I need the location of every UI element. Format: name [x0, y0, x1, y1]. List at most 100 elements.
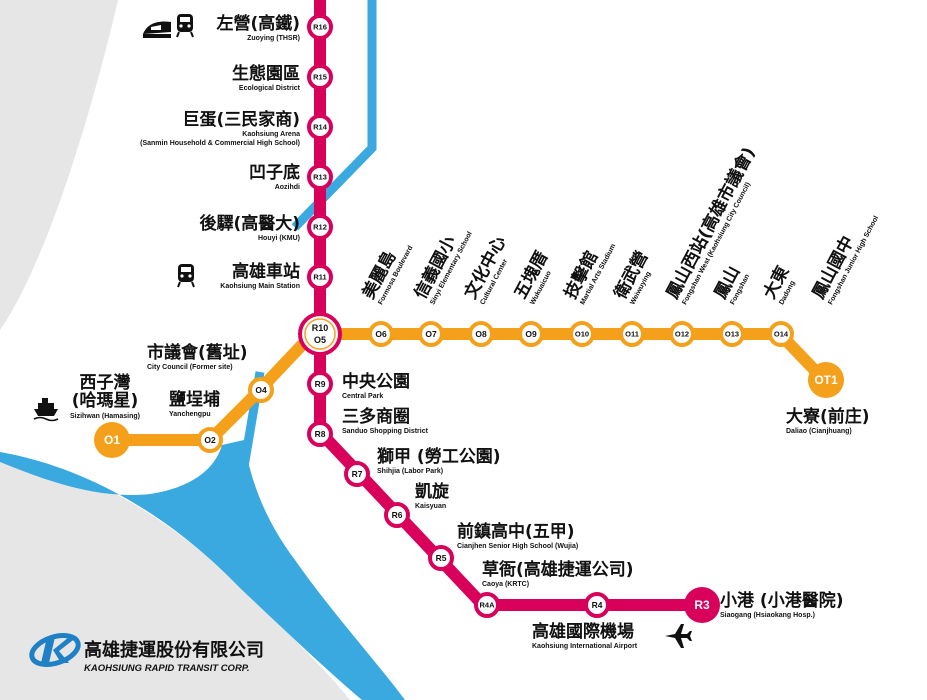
station-name-zh: 中央公園 [342, 371, 410, 392]
station-marker-r11[interactable]: R11 [307, 264, 333, 290]
station-marker-o8[interactable]: O8 [468, 321, 494, 347]
station-code: O14 [774, 330, 789, 339]
logo-name-zh: 高雄捷運股份有限公司 [84, 639, 264, 661]
krtc-logo: 高雄捷運股份有限公司 KAOHSIUNG RAPID TRANSIT CORP. [29, 633, 264, 674]
station-marker-r13[interactable]: R13 [307, 164, 333, 190]
station-code: R6 [392, 510, 403, 520]
sea-harbor [0, 440, 405, 700]
icons-layer [33, 14, 692, 648]
high-speed-train-icon [143, 21, 171, 38]
station-marker-o12[interactable]: O12 [669, 321, 695, 347]
station-name-zh: 後驛(高醫大) [199, 213, 300, 234]
station-marker-r16[interactable]: R16 [307, 14, 333, 40]
station-name-zh: 左營(高鐵) [216, 13, 300, 34]
station-label-o11: 鳳山西站(高雄市議會)Fongshan West (Kaohsiung City… [662, 144, 760, 306]
station-marker-r6[interactable]: R6 [384, 502, 410, 528]
station-marker-o7[interactable]: O7 [418, 321, 444, 347]
station-code: R7 [352, 469, 363, 479]
station-code: O1 [104, 433, 120, 447]
station-label-r7: 獅甲 (勞工公園)Shihjia (Labor Park) [376, 446, 500, 475]
station-name-zh: 凱旋 [415, 481, 450, 502]
station-marker-o10[interactable]: O10 [569, 321, 595, 347]
station-marker-r3[interactable]: R3 [684, 587, 720, 623]
station-marker-r9[interactable]: R9 [307, 371, 333, 397]
station-label-o4: 市議會(舊址)City Council (Former site) [147, 342, 248, 371]
logo-name-en: KAOHSIUNG RAPID TRANSIT CORP. [84, 663, 250, 674]
station-marker-o2[interactable]: O2 [197, 427, 223, 453]
station-marker-o4[interactable]: O4 [248, 377, 274, 403]
station-code: O5 [314, 335, 326, 345]
station-name-zh: 凹子底 [249, 162, 300, 183]
station-label-ot1: 大寮(前庄)Daliao (Cianjhuang) [786, 406, 870, 435]
station-code: O12 [675, 330, 689, 339]
station-marker-r4a[interactable]: R4A [474, 592, 500, 618]
station-name-zh: 三多商圈 [342, 406, 410, 427]
station-name-en: Yanchengpu [169, 411, 211, 418]
station-name-en: Kaohsiung Main Station [220, 283, 300, 290]
station-name-en: Kaohsiung International Airport [532, 643, 638, 650]
station-name-zh: 高雄國際機場 [532, 621, 634, 642]
airplane-icon [665, 624, 692, 648]
station-name-en: (Sanmin Household & Commercial High Scho… [140, 140, 300, 147]
land-area-west [0, 0, 118, 330]
station-label-r14: 巨蛋(三民家商)Kaohsiung Arena(Sanmin Household… [140, 109, 300, 147]
station-code: O8 [475, 329, 487, 339]
station-marker-r14[interactable]: R14 [307, 114, 333, 140]
station-marker-o9[interactable]: O9 [518, 321, 544, 347]
station-code: O9 [525, 329, 537, 339]
station-name-zh: 鹽埕埔 [169, 389, 220, 410]
station-marker-ot1[interactable]: OT1 [808, 362, 844, 398]
station-name-zh: 小港 (小港醫院) [720, 590, 843, 611]
station-name-en: City Council (Former site) [147, 364, 233, 371]
station-label-r3: 小港 (小港醫院)Siaogang (Hsiaokang Hosp.) [720, 590, 843, 619]
station-code: R4A [479, 601, 495, 610]
station-code: R14 [313, 123, 328, 132]
land-area-south [0, 452, 350, 700]
station-name-en: Kaohsiung Arena [242, 131, 300, 138]
station-name-zh: 前鎮高中(五甲) [457, 521, 575, 542]
station-name-en: Ecological District [239, 85, 301, 92]
station-name-en: Sanduo Shopping District [342, 428, 429, 435]
station-marker-r7[interactable]: R7 [344, 461, 370, 487]
station-marker-r12[interactable]: R12 [307, 214, 333, 240]
station-marker-o14[interactable]: O14 [768, 321, 794, 347]
station-name-en: Central Park [342, 393, 383, 400]
station-name-en: Siaogang (Hsiaokang Hosp.) [720, 612, 815, 619]
station-code: O4 [255, 385, 267, 395]
station-marker-r4[interactable]: R4 [584, 592, 610, 618]
station-marker-r15[interactable]: R15 [307, 64, 333, 90]
station-marker-o6[interactable]: O6 [368, 321, 394, 347]
station-name-en: Aozihdi [275, 184, 300, 191]
station-marker-o11[interactable]: O11 [619, 321, 645, 347]
train-front-icon [177, 264, 195, 288]
station-code: R9 [315, 379, 326, 389]
station-marker-o1[interactable]: O1 [94, 422, 130, 458]
station-name-zh: 草衙(高雄捷運公司) [482, 559, 634, 580]
station-name-en: Sizihwan (Hamasing) [70, 413, 140, 420]
station-name-en: Shihjia (Labor Park) [377, 468, 443, 475]
station-name-en: Zuoying (THSR) [247, 35, 300, 42]
station-marker-o13[interactable]: O13 [719, 321, 745, 347]
station-marker-r8[interactable]: R8 [307, 421, 333, 447]
station-code: R8 [315, 429, 326, 439]
station-label-r16: 左營(高鐵)Zuoying (THSR) [216, 13, 300, 42]
station-code: O11 [625, 330, 639, 339]
station-label-r4a: 草衙(高雄捷運公司)Caoya (KRTC) [482, 559, 634, 588]
station-marker-r5[interactable]: R5 [428, 545, 454, 571]
